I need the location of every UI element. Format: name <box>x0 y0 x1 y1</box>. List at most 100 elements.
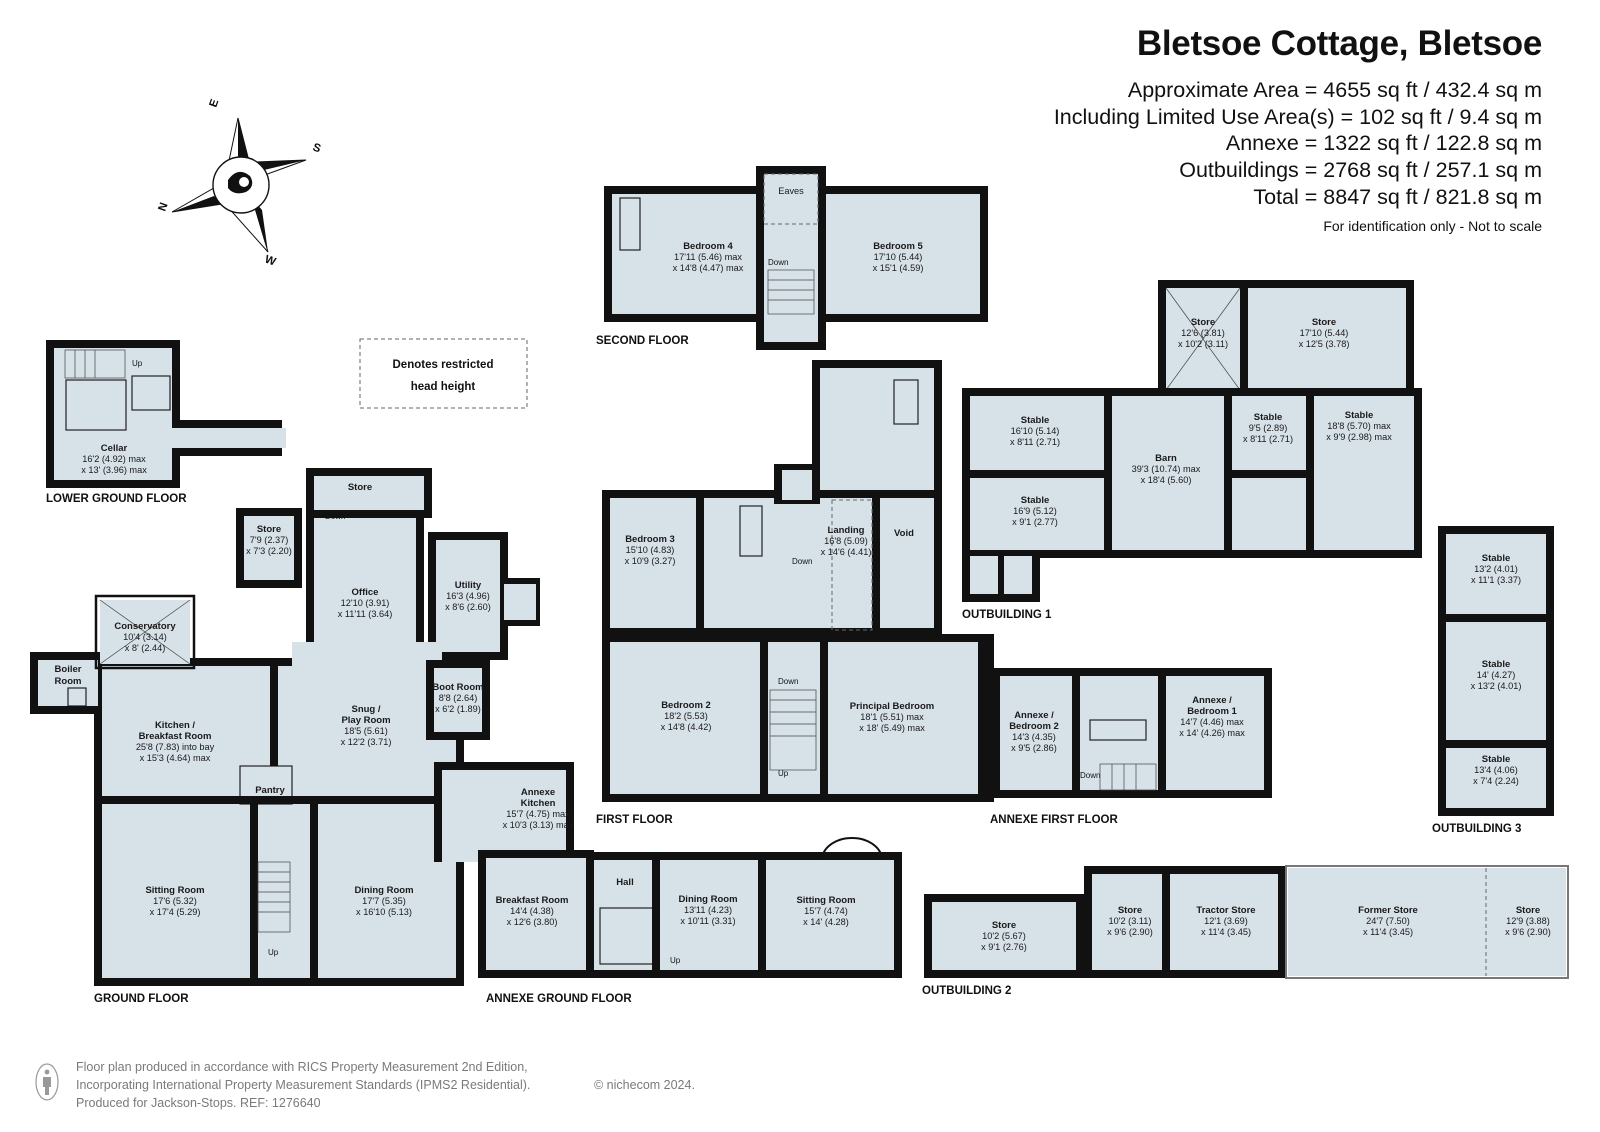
room-store-small-dim1: 7'9 (2.37) <box>250 535 289 545</box>
room-cellar-name: Cellar <box>101 443 128 454</box>
room-bedroom2-dim1: 18'2 (5.53) <box>664 711 708 721</box>
room-tractor-dim2: x 11'4 (3.45) <box>1201 927 1251 937</box>
room-dining-a-dim1: 13'11 (4.23) <box>684 905 732 915</box>
identification-note: For identification only - Not to scale <box>1323 218 1542 234</box>
room-ob1-store2-dim2: x 12'5 (3.78) <box>1299 339 1350 349</box>
compass-north-label: N <box>157 201 171 213</box>
ipms-person-icon <box>35 1063 59 1101</box>
room-bedroom3-dim1: 15'10 (4.83) <box>626 545 675 555</box>
room-ob3-stable1-dim2: x 11'1 (3.37) <box>1471 575 1521 585</box>
compass-rose-icon: E S N W <box>157 97 323 268</box>
legend-line-2: head height <box>411 381 476 393</box>
area-outbuildings: Outbuildings = 2768 sq ft / 257.1 sq m <box>1179 158 1542 183</box>
room-ob3-stable2-dim1: 14' (4.27) <box>1477 670 1516 680</box>
room-bedroom4-dim2: x 14'8 (4.47) max <box>673 263 744 273</box>
room-barn-dim2: x 18'4 (5.60) <box>1141 475 1192 485</box>
stair-up-label: Up <box>132 359 143 368</box>
compass-west-label: W <box>263 254 277 269</box>
room-former-dim2: x 11'4 (3.45) <box>1363 927 1413 937</box>
room-dining-g-dim2: x 16'10 (5.13) <box>356 907 412 917</box>
room-dining-g-dim1: 17'7 (5.35) <box>362 896 406 906</box>
room-utility-dim1: 16'3 (4.96) <box>446 591 490 601</box>
room-conservatory-dim2: x 8' (2.44) <box>125 643 166 653</box>
footer-notes: Floor plan produced in accordance with R… <box>76 1058 695 1112</box>
room-sitting-g-dim1: 17'6 (5.32) <box>153 896 197 906</box>
room-ob2-store1-dim2: x 9'1 (2.76) <box>981 942 1027 952</box>
room-boot-name: Boot Room <box>432 682 483 693</box>
room-ob1-store1-dim2: x 10'2 (3.11) <box>1178 339 1228 349</box>
stair-up-label-g: Up <box>268 948 279 957</box>
stair-down-label-1a: Down <box>792 557 812 566</box>
room-cellar-dim2: x 13' (3.96) max <box>81 465 147 475</box>
room-snug-name2: Play Room <box>341 715 390 726</box>
room-ob2-store3-name: Store <box>1516 905 1540 916</box>
room-ob1-stable1-dim1: 16'10 (5.14) <box>1011 426 1060 436</box>
room-ob1-store1-name: Store <box>1191 317 1215 328</box>
room-kitchen-dim2: x 15'3 (4.64) max <box>140 753 211 763</box>
room-dining-a-dim2: x 10'11 (3.31) <box>680 916 735 926</box>
room-principal-dim1: 18'1 (5.51) max <box>860 712 924 722</box>
room-former-name: Former Store <box>1358 905 1418 916</box>
room-ob3-stable1-name: Stable <box>1482 553 1511 564</box>
outbuilding-2-plan: Store 10'2 (5.67) x 9'1 (2.76) Store 10'… <box>922 865 1569 997</box>
room-tractor-dim1: 12'1 (3.69) <box>1204 916 1248 926</box>
room-utility-name: Utility <box>455 580 482 591</box>
room-annexe-bed1-name2: Bedroom 1 <box>1187 706 1237 717</box>
stair-down-label-1b: Down <box>778 677 798 686</box>
room-ob1-store2-dim1: 17'10 (5.44) <box>1300 328 1349 338</box>
restricted-height-legend: Denotes restricted head height <box>359 338 528 409</box>
room-ob3-stable2-dim2: x 13'2 (4.01) <box>1471 681 1522 691</box>
room-annexe-bed1-name: Annexe / <box>1192 695 1232 706</box>
room-office-dim1: 12'10 (3.91) <box>341 598 390 608</box>
room-annexe-bed1-dim2: x 14' (4.26) max <box>1179 728 1245 738</box>
room-boiler-2: Room <box>55 676 82 687</box>
room-breakfast-name: Breakfast Room <box>496 895 569 906</box>
area-annexe: Annexe = 1322 sq ft / 122.8 sq m <box>1225 131 1542 156</box>
room-eaves: Eaves <box>778 186 804 196</box>
room-sitting-g-dim2: x 17'4 (5.29) <box>150 907 201 917</box>
room-office-name: Office <box>352 587 379 598</box>
room-annexe-kitchen-name: Annexe <box>521 787 555 798</box>
room-ob1-store2-name: Store <box>1312 317 1336 328</box>
outbuilding-1-plan: Store 12'6 (3.81) x 10'2 (3.11) Store 17… <box>962 280 1422 621</box>
room-ob1-stable3-name: Stable <box>1254 412 1283 423</box>
room-landing-dim1: 16'8 (5.09) <box>824 536 868 546</box>
room-ob1-stable3-dim2: x 8'11 (2.71) <box>1243 434 1293 444</box>
room-ob1-stable3-dim1: 9'5 (2.89) <box>1249 423 1288 433</box>
room-sitting-a-name: Sitting Room <box>796 895 855 906</box>
room-ob1-stable2-dim1: 16'9 (5.12) <box>1013 506 1057 516</box>
room-boot-dim2: x 6'2 (1.89) <box>435 704 481 714</box>
lower-ground-floor-plan: Up Cellar 16'2 (4.92) max x 13' (3.96) m… <box>46 340 286 505</box>
room-snug-name: Snug / <box>351 704 380 715</box>
room-former-dim1: 24'7 (7.50) <box>1366 916 1410 926</box>
area-summary: Approximate Area = 4655 sq ft / 432.4 sq… <box>1054 77 1542 211</box>
outbuilding-3-plan: Stable 13'2 (4.01) x 11'1 (3.37) Stable … <box>1432 526 1554 835</box>
area-total: Total = 8847 sq ft / 821.8 sq m <box>1253 184 1542 209</box>
room-kitchen-dim1: 25'8 (7.83) into bay <box>136 742 215 752</box>
room-ob1-stable4-dim2: x 9'9 (2.98) max <box>1326 432 1392 442</box>
room-ob3-stable3-dim2: x 7'4 (2.24) <box>1473 776 1519 786</box>
room-barn-name: Barn <box>1155 453 1177 464</box>
room-ob3-stable2-name: Stable <box>1482 659 1511 670</box>
room-bedroom5-dim1: 17'10 (5.44) <box>874 252 923 262</box>
floor-label-ground: GROUND FLOOR <box>94 993 189 1005</box>
stair-down-label-af: Down <box>1080 771 1100 780</box>
area-approximate: Approximate Area = 4655 sq ft / 432.4 sq… <box>1127 78 1542 102</box>
room-bedroom5-dim2: x 15'1 (4.59) <box>873 263 924 273</box>
compass-south-label: S <box>311 142 323 156</box>
room-ob2-store1-dim1: 10'2 (5.67) <box>982 931 1026 941</box>
room-ob1-stable1-dim2: x 8'11 (2.71) <box>1010 437 1060 447</box>
room-bedroom2-dim2: x 14'8 (4.42) <box>661 722 712 732</box>
room-utility-dim2: x 8'6 (2.60) <box>445 602 491 612</box>
room-office-dim2: x 11'11 (3.64) <box>338 609 393 619</box>
room-dining-a-name: Dining Room <box>678 894 737 905</box>
room-bedroom4-dim1: 17'11 (5.46) max <box>674 252 742 262</box>
room-ob3-stable1-dim1: 13'2 (4.01) <box>1474 564 1518 574</box>
room-store-small-dim2: x 7'3 (2.20) <box>246 546 292 556</box>
room-store-small-name: Store <box>257 524 281 535</box>
plan-title: Bletsoe Cottage, Bletsoe <box>1136 24 1542 63</box>
floor-label-outbuilding1: OUTBUILDING 1 <box>962 609 1052 621</box>
room-ob1-stable4-name: Stable <box>1345 410 1374 421</box>
annexe-first-floor-plan: Annexe / Bedroom 2 14'3 (4.35) x 9'5 (2.… <box>990 668 1272 826</box>
